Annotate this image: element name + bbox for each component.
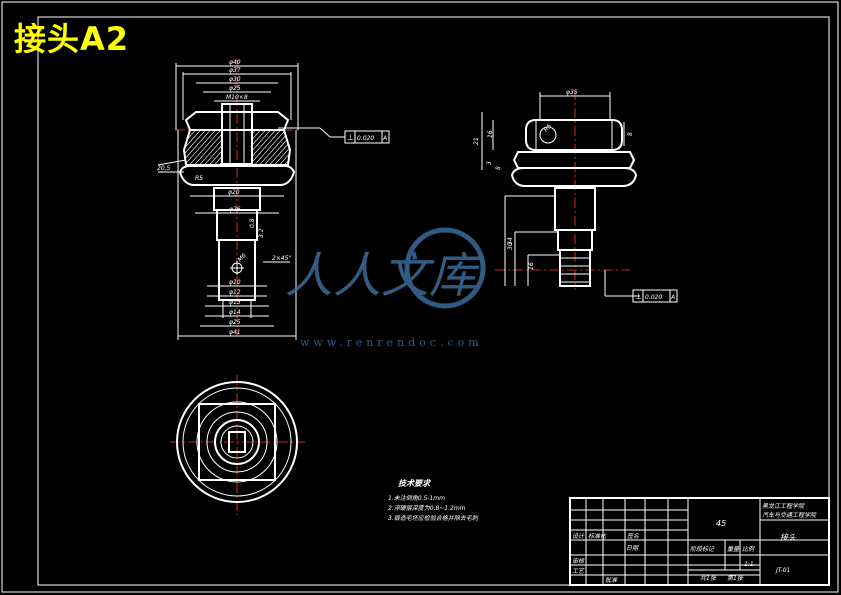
dimension-label: φ14 [229,309,241,316]
tb-school: 黑龙江工程学院 [762,502,805,510]
watermark-text: 人人文库 [285,248,484,304]
tech-req-item-1: 1.未注倒角0.5-1mm [388,494,445,502]
tb-row-standard: 标准化 [588,532,607,540]
tb-dept: 汽车与交通工程学院 [762,511,817,519]
tb-weight: 重量 [727,546,740,553]
front-tol-symbol: ⊥ [347,133,354,142]
sheet-title: 接头A2 [14,20,130,58]
dimension-label: φ13 [229,299,241,306]
tb-scale-value: 1:1 [744,561,754,568]
dimension-label: M6 [236,252,247,263]
dimension-label: M10×8 [226,94,248,101]
tb-row-sign: 签名 [627,532,640,540]
dimension-label: φ30 [229,76,241,83]
tech-req-title: 技术要求 [398,479,432,488]
dimension-label: φ35 [566,89,578,96]
front-view: ⊥ 0.020 A [157,60,390,340]
dimension-label: φ26 [229,206,241,213]
dimension-label: R5 [195,175,203,182]
title-block: 设计 标准化 签名 审核 工艺 日期 批准 45 阶段标记 重量 比例 1:1 … [569,497,830,586]
tech-req-item-2: 2.淬硬层深度为0.8~1.2mm [388,504,466,512]
dimension-label: R5 [542,123,553,134]
dimension-label: 20.5 [157,165,171,172]
watermark-url: www.renrendoc.com [300,336,483,349]
watermark-logo-ring [404,227,486,309]
dimension-label: 0.8 [249,218,256,228]
dimension-label: φ10 [229,279,241,286]
side-view: ⊥ 0.020 A [481,90,678,303]
dimension-label: 21 [473,137,480,145]
front-tol-value: 0.020 [357,135,374,142]
dimension-label: φ40 [229,59,241,66]
tb-material: 45 [716,519,726,528]
dimension-label: φ12 [229,289,241,296]
tb-row-approve: 批准 [605,576,618,584]
tb-row-design: 设计 [572,532,585,540]
dimension-label: 30 [507,242,514,250]
dimension-label: φ37 [229,67,241,74]
dimension-label: φ20 [228,189,240,196]
tb-scale: 比例 [742,545,755,553]
dimension-label: φ41 [229,329,241,336]
front-tol-datum: A [382,135,387,142]
watermark: 人人文库 www.renrendoc.com [285,227,486,349]
tb-drawing-no: JT-01 [775,567,790,574]
dimension-label: 8 [627,132,634,136]
tb-row-date: 日期 [626,545,639,552]
dimension-label: 2×45° [272,255,291,262]
side-tol-symbol: ⊥ [635,292,642,301]
side-tol-datum: A [670,294,675,301]
tb-stage: 阶段标记 [690,545,715,553]
dimension-label: 3.2 [258,228,265,238]
dimension-label: φ25 [229,85,241,92]
inner-frame [37,16,830,586]
technical-requirements: 技术要求 1.未注倒角0.5-1mm 2.淬硬层深度为0.8~1.2mm 3.锻… [388,479,479,522]
dimension-label: 16 [528,262,535,270]
tb-part-name: 接头 [780,533,797,542]
dimension-label: 3 [486,161,493,165]
side-tol-value: 0.020 [645,294,662,301]
dimension-label: 16 [487,130,494,138]
tb-row-review: 审核 [572,557,585,565]
dimension-label: 34 [507,237,514,245]
tb-row-process: 工艺 [572,567,585,575]
tb-sheets: 共1张 [700,575,717,582]
dimension-label: φ25 [229,319,241,326]
tech-req-item-3: 3.锻造毛坯应检验合格并除去毛刺 [388,514,479,522]
front-view-dimensions: φ40φ37φ30φ25M10×820.5R5φ20φ26φ10φ12φ13φ1… [157,59,291,336]
tb-sheet-no: 第1张 [727,574,744,582]
dimension-label: 8 [495,166,502,170]
bottom-view [170,375,305,515]
